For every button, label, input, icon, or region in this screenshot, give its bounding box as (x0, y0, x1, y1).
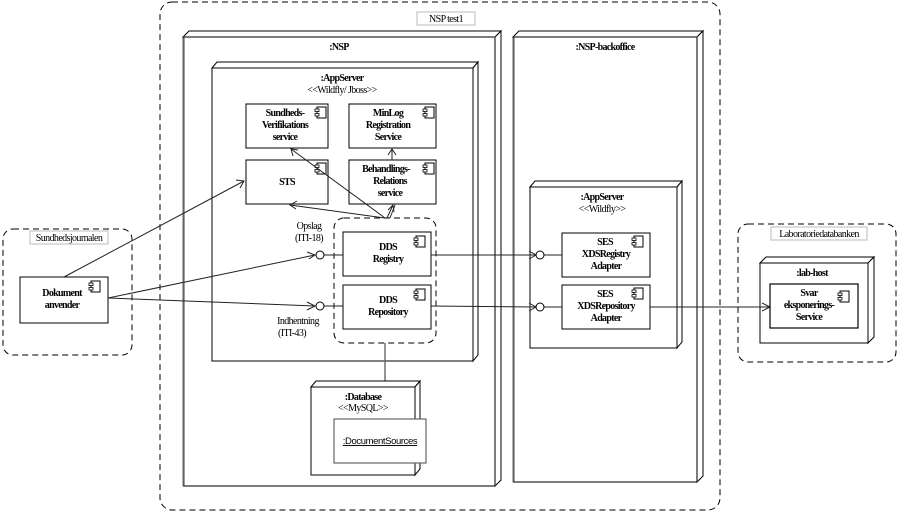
database-stereotype: <<MySQL>> (338, 403, 389, 414)
nsp-appserver-name: :AppServer (321, 73, 365, 84)
component-behandlings-relations-service[interactable]: Behandlings- Relations service (348, 159, 437, 205)
svg-text:STS: STS (279, 177, 296, 188)
svg-text:Behandlings-: Behandlings- (362, 164, 410, 175)
backoffice-node-name: :NSP-backoffice (576, 42, 636, 53)
nsp-appserver-stereotype: <<Wildfly/ Jboss>> (307, 85, 377, 96)
environment-label: NSP test1 (429, 14, 464, 25)
backoffice-appserver-stereotype: <<Wildfly>> (579, 204, 627, 215)
svg-text:Verifikations: Verifikations (262, 120, 309, 131)
component-icon (631, 287, 644, 300)
component-sundheds-verifikations-service[interactable]: Sundheds- Verifikations service (245, 103, 329, 149)
svg-text:service: service (273, 132, 299, 143)
svg-text:DDS: DDS (379, 242, 398, 253)
environment-label-box (416, 11, 476, 26)
component-svar-eksponerings-service[interactable]: Svar eksponerings- Service (769, 283, 859, 329)
svg-text:Service: Service (375, 132, 402, 143)
nsp-node[interactable] (181, 29, 503, 488)
component-ses-xds-repository-adapter[interactable]: SES XDSRepository Adapter (561, 284, 651, 330)
component-icon (837, 290, 850, 303)
component-icon (422, 106, 435, 119)
component-icon (422, 162, 435, 175)
backoffice-node[interactable] (511, 29, 705, 484)
svg-text:XDSRegistry: XDSRegistry (582, 249, 631, 260)
environment-laboratoriedatabanken-label: Laboratoriedatabanken (779, 229, 859, 240)
nsp-node-name: :NSP (329, 42, 349, 53)
svg-text:Sundheds-: Sundheds- (266, 108, 305, 119)
svg-text:Relations: Relations (373, 176, 408, 187)
interface-opslag-label: Opslag (297, 221, 322, 232)
svg-text:MinLog: MinLog (373, 108, 404, 119)
svg-text:Registry: Registry (373, 254, 404, 265)
svg-text:service: service (378, 188, 404, 199)
interface-opslag-ref: (ITI-18) (295, 233, 323, 244)
svg-text:SES: SES (597, 289, 614, 300)
interface-registry-adapter[interactable] (535, 250, 545, 260)
lab-host-name: :lab-host (796, 268, 829, 279)
interface-indhentning[interactable] (315, 301, 325, 311)
environment-nsp-test1 (159, 1, 721, 511)
environment-sundhedsjournalen (2, 228, 133, 356)
interface-indhentning-ref: (ITI-43) (278, 328, 306, 339)
svg-text:Adapter: Adapter (591, 261, 623, 272)
component-ses-xds-registry-adapter[interactable]: SES XDSRegistry Adapter (561, 232, 651, 278)
svg-text:Adapter: Adapter (591, 313, 623, 324)
interface-opslag[interactable] (315, 250, 325, 260)
svg-text:Registration: Registration (366, 120, 412, 131)
database-name: :Database (345, 392, 383, 403)
artifact-document-sources-label: :DocumentSources (343, 436, 418, 447)
component-icon (314, 106, 327, 119)
component-minlog-registration-service[interactable]: MinLog Registration Service (348, 103, 437, 149)
component-icon (88, 280, 101, 293)
environment-laboratoriedatabanken (737, 223, 897, 363)
svg-text:XDSRepository: XDSRepository (577, 301, 635, 312)
component-sts[interactable]: STS (245, 159, 329, 205)
svg-text:eksponerings-: eksponerings- (784, 300, 835, 311)
svg-text:Service: Service (796, 312, 823, 323)
interface-repository-adapter[interactable] (535, 302, 545, 312)
component-dds-registry[interactable]: DDS Registry (342, 231, 432, 277)
component-dds-repository[interactable]: DDS Repository (342, 284, 432, 330)
environment-sundhedsjournalen-label: Sundhedsjournalen (36, 233, 103, 244)
component-icon (413, 288, 426, 301)
component-icon (413, 235, 426, 248)
backoffice-appserver-name: :AppServer (581, 192, 625, 203)
svg-text:Svar: Svar (800, 288, 818, 299)
svg-text:Repository: Repository (368, 307, 408, 318)
interface-indhentning-label: Indhentning (277, 316, 319, 327)
svg-text:anvender: anvender (45, 300, 81, 311)
dependency-arrows (63, 148, 772, 312)
artifact-document-sources[interactable] (333, 418, 427, 464)
component-icon (314, 162, 327, 175)
svg-text:SES: SES (597, 237, 614, 248)
component-icon (631, 235, 644, 248)
svg-text:DDS: DDS (379, 295, 398, 306)
component-dokument-anvender[interactable]: Dokument anvender (19, 276, 109, 324)
svg-text:Dokument: Dokument (42, 288, 83, 299)
